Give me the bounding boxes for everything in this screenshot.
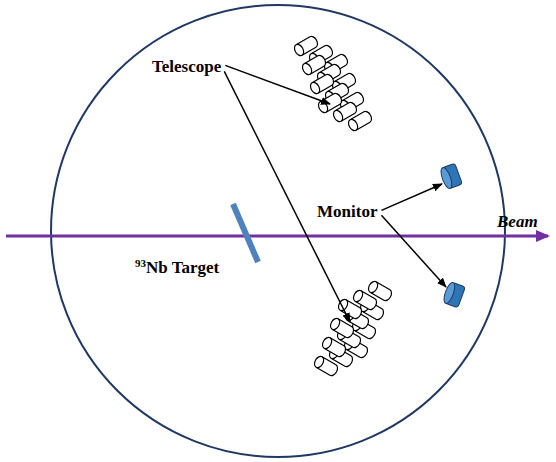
beam-label: Beam [497, 213, 538, 232]
telescope-detector [367, 280, 394, 302]
telescope-detector [347, 110, 374, 132]
target-foil [233, 204, 258, 262]
leader-arrow [381, 215, 446, 287]
telescope-group [293, 35, 374, 132]
leader-arrow [381, 184, 442, 210]
target-label: 93Nb Target [135, 259, 219, 278]
telescope-group [313, 280, 394, 377]
leader-arrow [224, 71, 350, 322]
leader-lines [224, 65, 446, 322]
monitor-detector [439, 163, 462, 189]
leader-arrow [225, 65, 330, 104]
telescope-label: Telescope [152, 58, 221, 77]
beam-line [6, 235, 548, 238]
chamber-outline [51, 5, 505, 457]
monitor-label: Monitor [317, 203, 377, 222]
